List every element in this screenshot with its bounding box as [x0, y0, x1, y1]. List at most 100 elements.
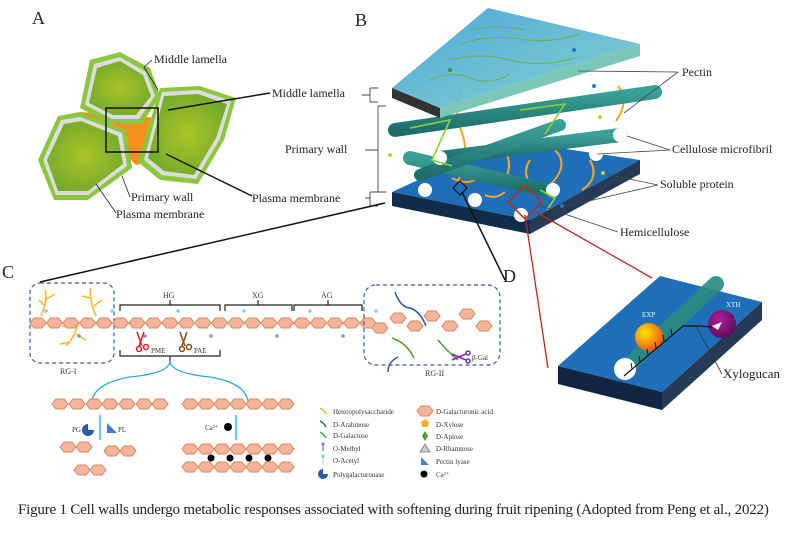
label-hemicellulose: Hemicellulose [620, 225, 689, 239]
panel-a-letter: A [32, 8, 45, 28]
xyloglucan-chain [623, 325, 713, 377]
substituent-dot [242, 309, 246, 313]
galacturonic-acid-unit [73, 464, 91, 476]
legend-d-apiose: D-Apiose [436, 433, 463, 441]
legend-polygalacturonase: Polygalacturonase [333, 471, 384, 479]
galacturonic-acid-unit [101, 398, 119, 410]
legend-d-rhamnose: D-Rhamnose [436, 445, 473, 453]
galacturonic-acid-unit [277, 443, 295, 455]
label-soluble-protein: Soluble protein [660, 177, 734, 191]
label-plasma-membrane-a: Plasma membrane [116, 207, 204, 221]
galacturonic-acid-unit [277, 461, 295, 473]
label-ca: Ca²⁺ [205, 424, 219, 432]
galacturonic-acid-unit [85, 398, 103, 410]
galacturonic-acid-unit [261, 398, 279, 410]
figure-caption: Figure 1 Cell walls undergo metabolic re… [18, 502, 769, 518]
panel-d-letter: D [503, 266, 516, 286]
galacturonic-acid-unit [229, 461, 247, 473]
galacturonic-acid-unit [89, 464, 107, 476]
label-xg: XG [252, 291, 264, 300]
zoom-box-c [452, 180, 468, 196]
galacturonic-acid-unit [181, 461, 199, 473]
galacturonic-acid-unit [244, 317, 261, 329]
galacturonic-acid-unit [46, 317, 63, 329]
galacturonic-acid-unit [178, 317, 195, 329]
substituent-dot [341, 334, 345, 338]
galacturonic-acid-unit [260, 317, 278, 329]
label-beta-gal: β-Gal [472, 354, 488, 362]
calcium-ion [245, 454, 253, 462]
label-plasma-membrane-b: Plasma membrane [252, 191, 340, 205]
substituent-dot [209, 334, 213, 338]
zoom-box-d [506, 183, 544, 221]
rg2-box [363, 284, 501, 366]
galacturonic-acid-unit [194, 317, 212, 329]
galacturonic-acid-unit [59, 441, 77, 453]
panel-b: B Middle lamella Primary wall Plasma mem… [39, 8, 773, 369]
galacturonic-acid-unit [145, 317, 162, 329]
galacturonic-acid-unit [213, 443, 231, 455]
label-pectin: Pectin [682, 65, 712, 79]
galacturonic-acid-unit [423, 310, 441, 322]
galacturonic-acid-unit [62, 317, 80, 329]
galacturonic-acid-unit [211, 317, 228, 329]
substituent-dot [308, 309, 312, 313]
cellulose-microfibrils [388, 85, 662, 222]
pme-scissors-icon [135, 331, 150, 353]
galacturonic-acid-unit [197, 461, 215, 473]
rg1-box [29, 282, 115, 364]
calcium-ion [264, 454, 272, 462]
galacturonic-acid-unit [181, 398, 199, 410]
calcium-ion-icon [224, 423, 232, 431]
galacturonic-acid-unit [277, 398, 295, 410]
polygalacturonase-icon [82, 424, 94, 436]
label-middle-lamella-b: Middle lamella [272, 86, 346, 100]
label-primary-wall-b: Primary wall [285, 142, 348, 156]
pae-scissors-icon [178, 331, 193, 353]
galacturonic-acid-unit [229, 398, 247, 410]
panel-c-letter: C [2, 262, 14, 282]
label-rg1: RG-I [60, 367, 77, 376]
calcium-ion [207, 454, 215, 462]
galacturonic-acid-unit [441, 320, 459, 332]
panel-d-microfibril [620, 276, 724, 374]
label-cellulose-microfibril: Cellulose microfibril [672, 142, 773, 156]
cell-cluster [38, 52, 236, 200]
galacturonic-acid-unit [112, 317, 129, 329]
label-pl: PL [118, 426, 126, 434]
galacturonic-acid-unit [151, 398, 169, 410]
galacturonic-acid-unit [261, 461, 279, 473]
panel-b-letter: B [355, 10, 367, 30]
galacturonic-acid-unit [161, 317, 179, 329]
galacturonic-acid-unit [79, 317, 96, 329]
galacturonic-acid-unit [213, 398, 231, 410]
galacturonic-acid-unit [95, 317, 113, 329]
galacturonic-acid-unit [475, 320, 493, 332]
galacturonic-acid-unit [227, 317, 245, 329]
galacturonic-acid-unit [326, 317, 344, 329]
galacturonic-acid-unit [213, 461, 231, 473]
label-ag: AG [321, 291, 333, 300]
galacturonic-acid-unit [119, 445, 137, 457]
substituent-dot [275, 334, 279, 338]
galacturonic-acid-unit [310, 317, 327, 329]
middle-lamella-slab [392, 8, 640, 118]
calcium-ion [226, 454, 234, 462]
galacturonic-acid-unit [245, 443, 263, 455]
legend-d-galactose: D-Galactose [333, 432, 368, 440]
panel-c: C RG-I HG XG AG PME PAE [2, 262, 501, 479]
galacturonic-acid-unit [118, 398, 136, 410]
label-hg: HG [163, 291, 175, 300]
exp-enzyme-icon [635, 323, 663, 351]
galacturonic-acid-unit [75, 441, 93, 453]
legend-pectin-lyase: Pectin lyase [436, 458, 470, 466]
label-xth: XTH [726, 301, 740, 309]
galacturonic-acid-unit [29, 317, 47, 329]
legend-heteropolysaccharide: Heteropolysaccharide [333, 408, 394, 416]
legend-ca: Ca²⁺ [436, 471, 450, 479]
galacturonic-acid-unit [261, 443, 279, 455]
panel-a: A Middle lamella Primary wall Plasma mem… [32, 8, 271, 221]
label-pae: PAE [194, 347, 207, 355]
substituent-dot [110, 309, 114, 313]
label-rg2: RG-II [425, 369, 444, 378]
